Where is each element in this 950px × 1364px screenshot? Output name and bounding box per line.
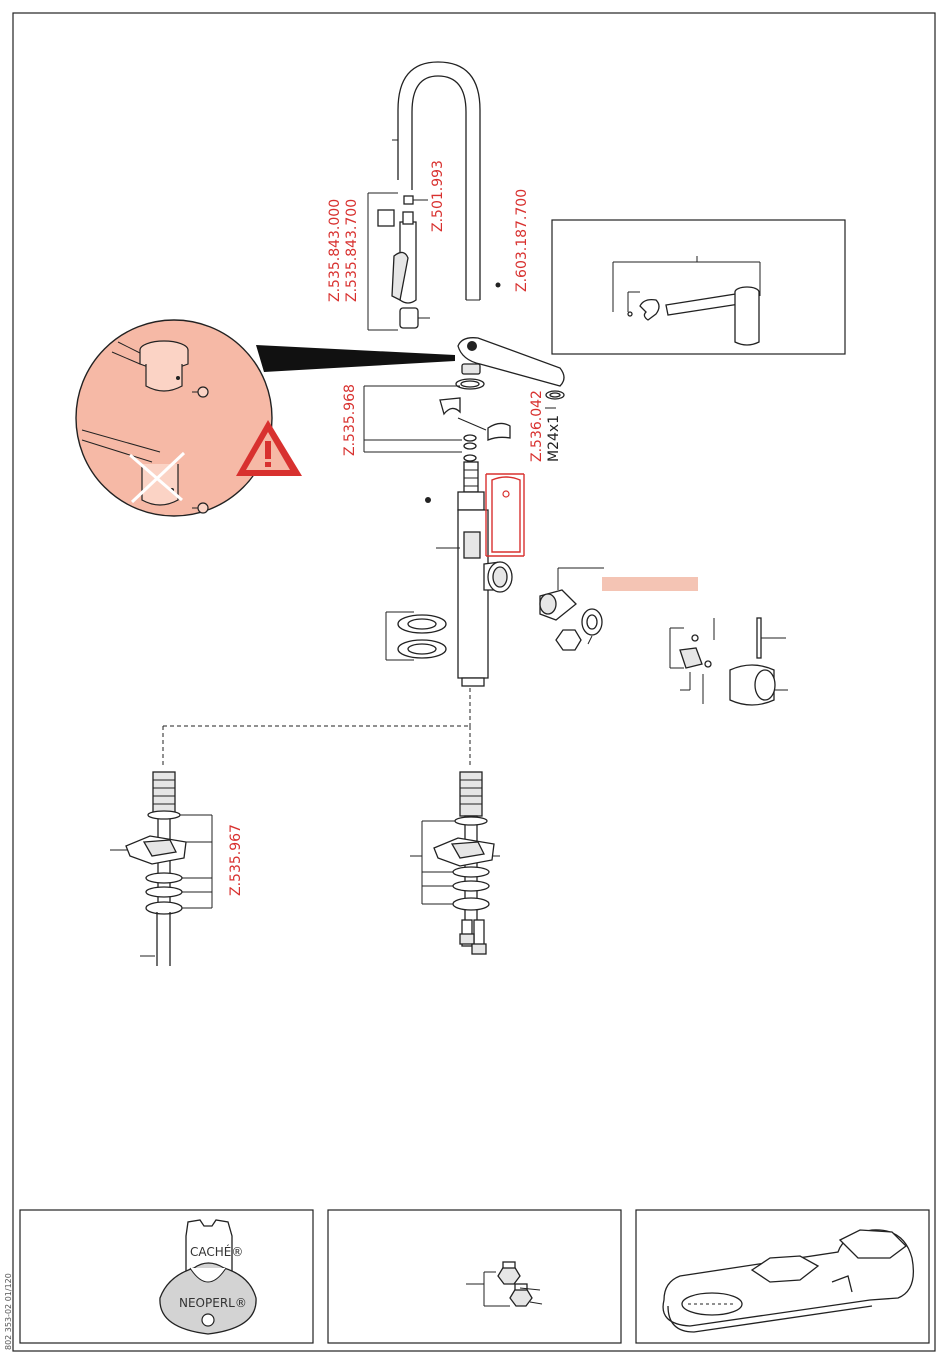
mounting-set-left: Z.535.967 [110, 772, 244, 966]
aerator-key-top-text: CACHÉ® [190, 1244, 243, 1259]
aerator-key-brand-text: NEOPERL® [179, 1296, 247, 1310]
hex-nut-icon [556, 630, 581, 650]
thread-size: M24x1 [546, 415, 562, 462]
pull-out-spray: Z.501.993 Z.535.843.000 Z.535.843.700 [327, 160, 446, 330]
spout-leader-dot [496, 283, 501, 288]
lever-handle [456, 338, 564, 389]
tool-box-aerator-key: CACHÉ® NEOPERL® [20, 1210, 313, 1343]
cartridge [540, 568, 698, 650]
salmon-highlight-bar [602, 577, 698, 591]
seal-set-part-number: Z.535.968 [342, 384, 358, 456]
tool-box-wrench [636, 1210, 929, 1343]
highlighted-cartridge-sleeve [492, 477, 520, 552]
lever-hub-parts [670, 618, 788, 705]
seal-set: Z.535.968 [342, 384, 510, 461]
tool-box-check-valves [328, 1210, 621, 1343]
variant-connector [163, 688, 470, 768]
spout-part-number: Z.603.187.700 [514, 189, 530, 292]
o-ring-part-number: Z.536.042 [529, 390, 545, 462]
o-ring-part: Z.536.042 M24x1 [529, 390, 564, 462]
document-number: 802 353-02 01/120 [4, 1273, 13, 1350]
mounting-set-part-number: Z.535.967 [228, 824, 244, 896]
aerator-box [378, 210, 394, 226]
spray-part-number-a: Z.535.843.000 [327, 199, 343, 302]
lever-assembly-detail [552, 220, 845, 354]
spray-part-number-b: Z.535.843.700 [344, 199, 360, 302]
hose-connector [400, 308, 418, 328]
aerator-part-number: Z.501.993 [430, 160, 446, 232]
base-gaskets [386, 612, 446, 660]
mounting-set-right [410, 772, 500, 954]
detail-pointer [256, 345, 455, 372]
